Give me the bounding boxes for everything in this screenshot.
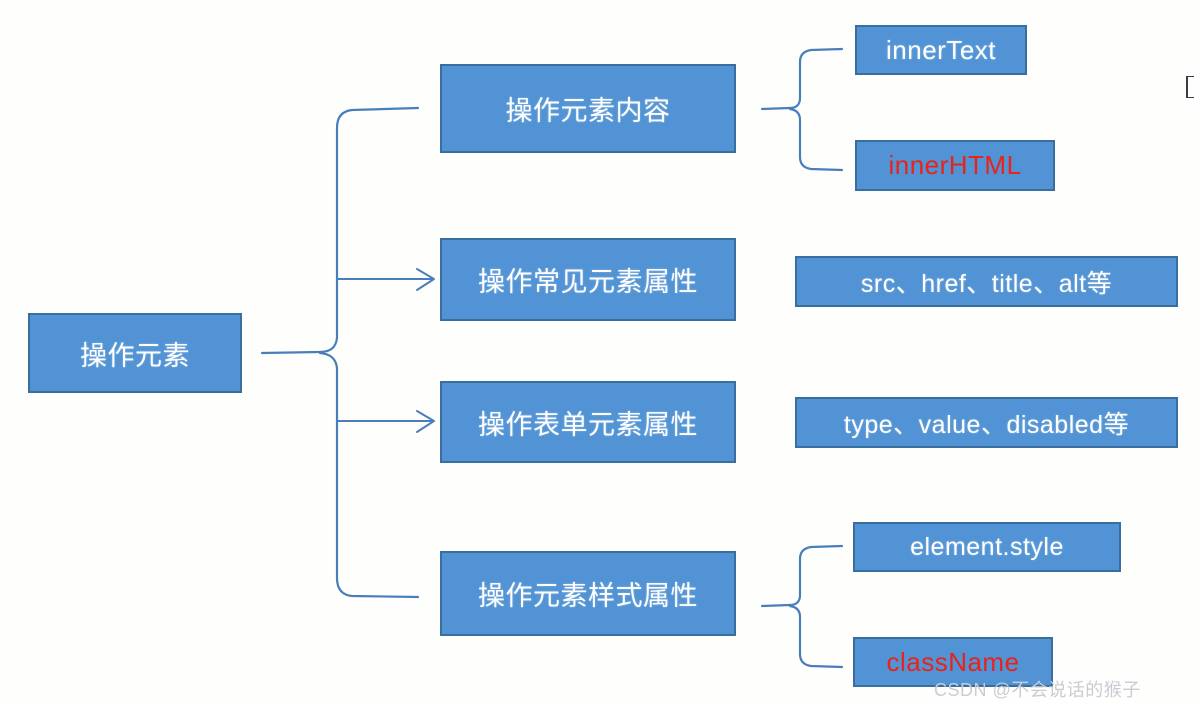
node-branch-style-attributes: 操作元素样式属性	[440, 551, 736, 636]
node-branch-common-attributes: 操作常见元素属性	[440, 238, 736, 321]
root-brace	[260, 106, 420, 599]
leaf-innertext: innerText	[855, 25, 1027, 75]
leaf-common-attribute-list: src、href、title、alt等	[795, 256, 1178, 307]
leaf-element-style: element.style	[853, 522, 1121, 572]
leaf-innerhtml: innerHTML	[855, 140, 1055, 191]
arrow-form-attr	[336, 410, 435, 433]
text-cursor-artifact	[1186, 76, 1194, 98]
style-brace	[760, 544, 844, 669]
node-branch-element-content: 操作元素内容	[440, 64, 736, 153]
leaf-classname: className	[853, 637, 1053, 687]
content-brace	[760, 47, 844, 172]
node-root-operate-element: 操作元素	[28, 313, 242, 393]
csdn-watermark: CSDN @不会说话的猴子	[934, 680, 1141, 700]
leaf-form-attribute-list: type、value、disabled等	[795, 397, 1178, 448]
arrow-common-attr	[336, 268, 435, 291]
node-branch-form-attributes: 操作表单元素属性	[440, 381, 736, 463]
